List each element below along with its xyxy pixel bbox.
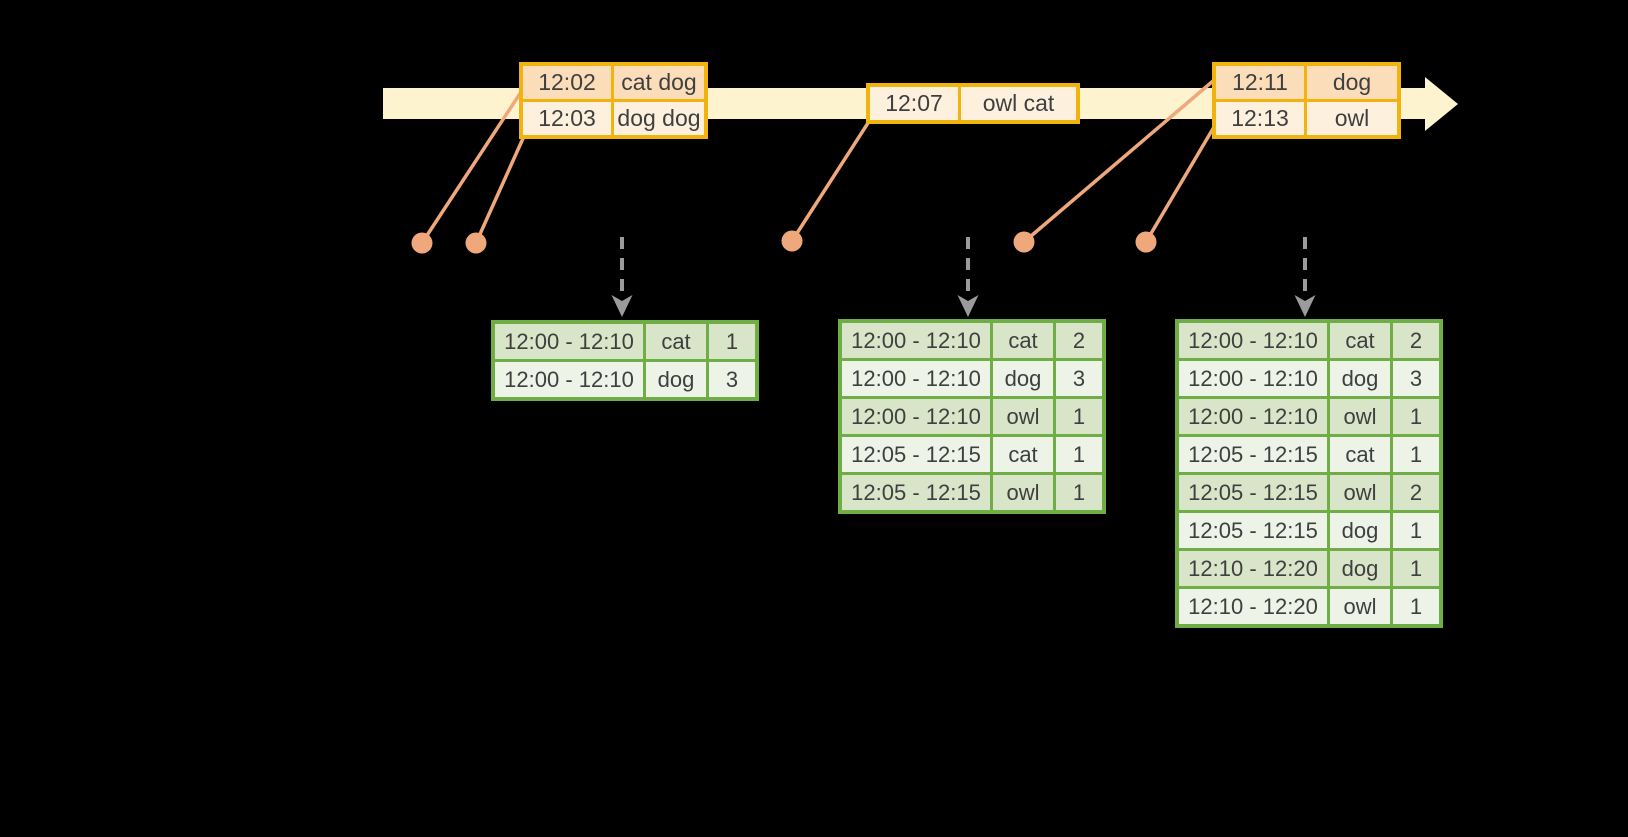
table-cell: 1 <box>1390 434 1443 475</box>
table-cell: cat dog <box>611 62 708 102</box>
table-cell: 12:10 - 12:20 <box>1175 548 1330 589</box>
table-cell: 12:13 <box>1212 99 1307 139</box>
table-cell: owl <box>990 396 1056 437</box>
trigger-arrows <box>611 237 1316 317</box>
table-cell: 3 <box>1053 358 1106 399</box>
connector-line-12-07 <box>790 121 870 243</box>
table-cell: 12:00 - 12:10 <box>838 319 993 361</box>
event-dot-12-03 <box>465 232 487 254</box>
table-cell: 1 <box>706 320 759 362</box>
table-cell: dog dog <box>611 99 708 139</box>
table-cell: 2 <box>1390 319 1443 361</box>
table-cell: 12:05 - 12:15 <box>1175 434 1330 475</box>
timeline-arrowhead-icon <box>1425 77 1458 131</box>
event-dot-12-07 <box>781 230 803 252</box>
table-cell: cat <box>1327 319 1393 361</box>
event-dots <box>411 230 1157 254</box>
table-cell: 1 <box>1390 510 1443 551</box>
table-cell: 12:03 <box>519 99 614 139</box>
connector-line-12-02 <box>420 90 523 245</box>
table-cell: owl cat <box>958 83 1080 124</box>
table-cell: 1 <box>1053 434 1106 475</box>
table-cell: dog <box>990 358 1056 399</box>
table-cell: 12:02 <box>519 62 614 102</box>
connector-line-12-13 <box>1144 125 1216 244</box>
table-cell: 12:00 - 12:10 <box>1175 358 1330 399</box>
trigger-arrowhead-icon-3 <box>1294 295 1316 317</box>
table-cell: 12:11 <box>1212 62 1307 102</box>
table-cell: 12:05 - 12:15 <box>838 434 993 475</box>
trigger-arrowhead-icon-2 <box>957 295 979 317</box>
table-cell: cat <box>990 319 1056 361</box>
connector-line-12-11 <box>1022 79 1215 244</box>
table-cell: 1 <box>1390 396 1443 437</box>
table-cell: 2 <box>1053 319 1106 361</box>
table-cell: 12:05 - 12:15 <box>1175 510 1330 551</box>
table-cell: owl <box>1304 99 1401 139</box>
table-cell: 12:00 - 12:10 <box>838 396 993 437</box>
table-cell: dog <box>1327 510 1393 551</box>
table-cell: 12:10 - 12:20 <box>1175 586 1330 628</box>
event-dot-12-13 <box>1135 231 1157 253</box>
table-cell: 3 <box>706 359 759 401</box>
table-cell: 12:00 - 12:10 <box>491 359 646 401</box>
table-cell: 12:00 - 12:10 <box>491 320 646 362</box>
table-cell: owl <box>1327 396 1393 437</box>
table-cell: 12:05 - 12:15 <box>838 472 993 514</box>
table-cell: 3 <box>1390 358 1443 399</box>
table-cell: 1 <box>1390 586 1443 628</box>
table-cell: 1 <box>1053 472 1106 514</box>
event-dot-12-02 <box>411 232 433 254</box>
table-cell: dog <box>1304 62 1401 102</box>
table-cell: owl <box>1327 472 1393 513</box>
table-cell: cat <box>1327 434 1393 475</box>
table-cell: 1 <box>1390 548 1443 589</box>
table-cell: owl <box>1327 586 1393 628</box>
table-cell: 12:05 - 12:15 <box>1175 472 1330 513</box>
table-cell: cat <box>990 434 1056 475</box>
table-cell: 12:07 <box>866 83 961 124</box>
event-connector-lines <box>420 79 1216 245</box>
connector-line-12-03 <box>474 132 527 245</box>
table-cell: 12:00 - 12:10 <box>1175 319 1330 361</box>
table-cell: dog <box>1327 358 1393 399</box>
table-cell: 2 <box>1390 472 1443 513</box>
table-cell: owl <box>990 472 1056 514</box>
table-cell: 1 <box>1053 396 1106 437</box>
trigger-arrowhead-icon-1 <box>611 295 633 317</box>
table-cell: cat <box>643 320 709 362</box>
table-cell: 12:00 - 12:10 <box>838 358 993 399</box>
table-cell: 12:00 - 12:10 <box>1175 396 1330 437</box>
event-dot-12-11 <box>1013 231 1035 253</box>
table-cell: dog <box>643 359 709 401</box>
table-cell: dog <box>1327 548 1393 589</box>
